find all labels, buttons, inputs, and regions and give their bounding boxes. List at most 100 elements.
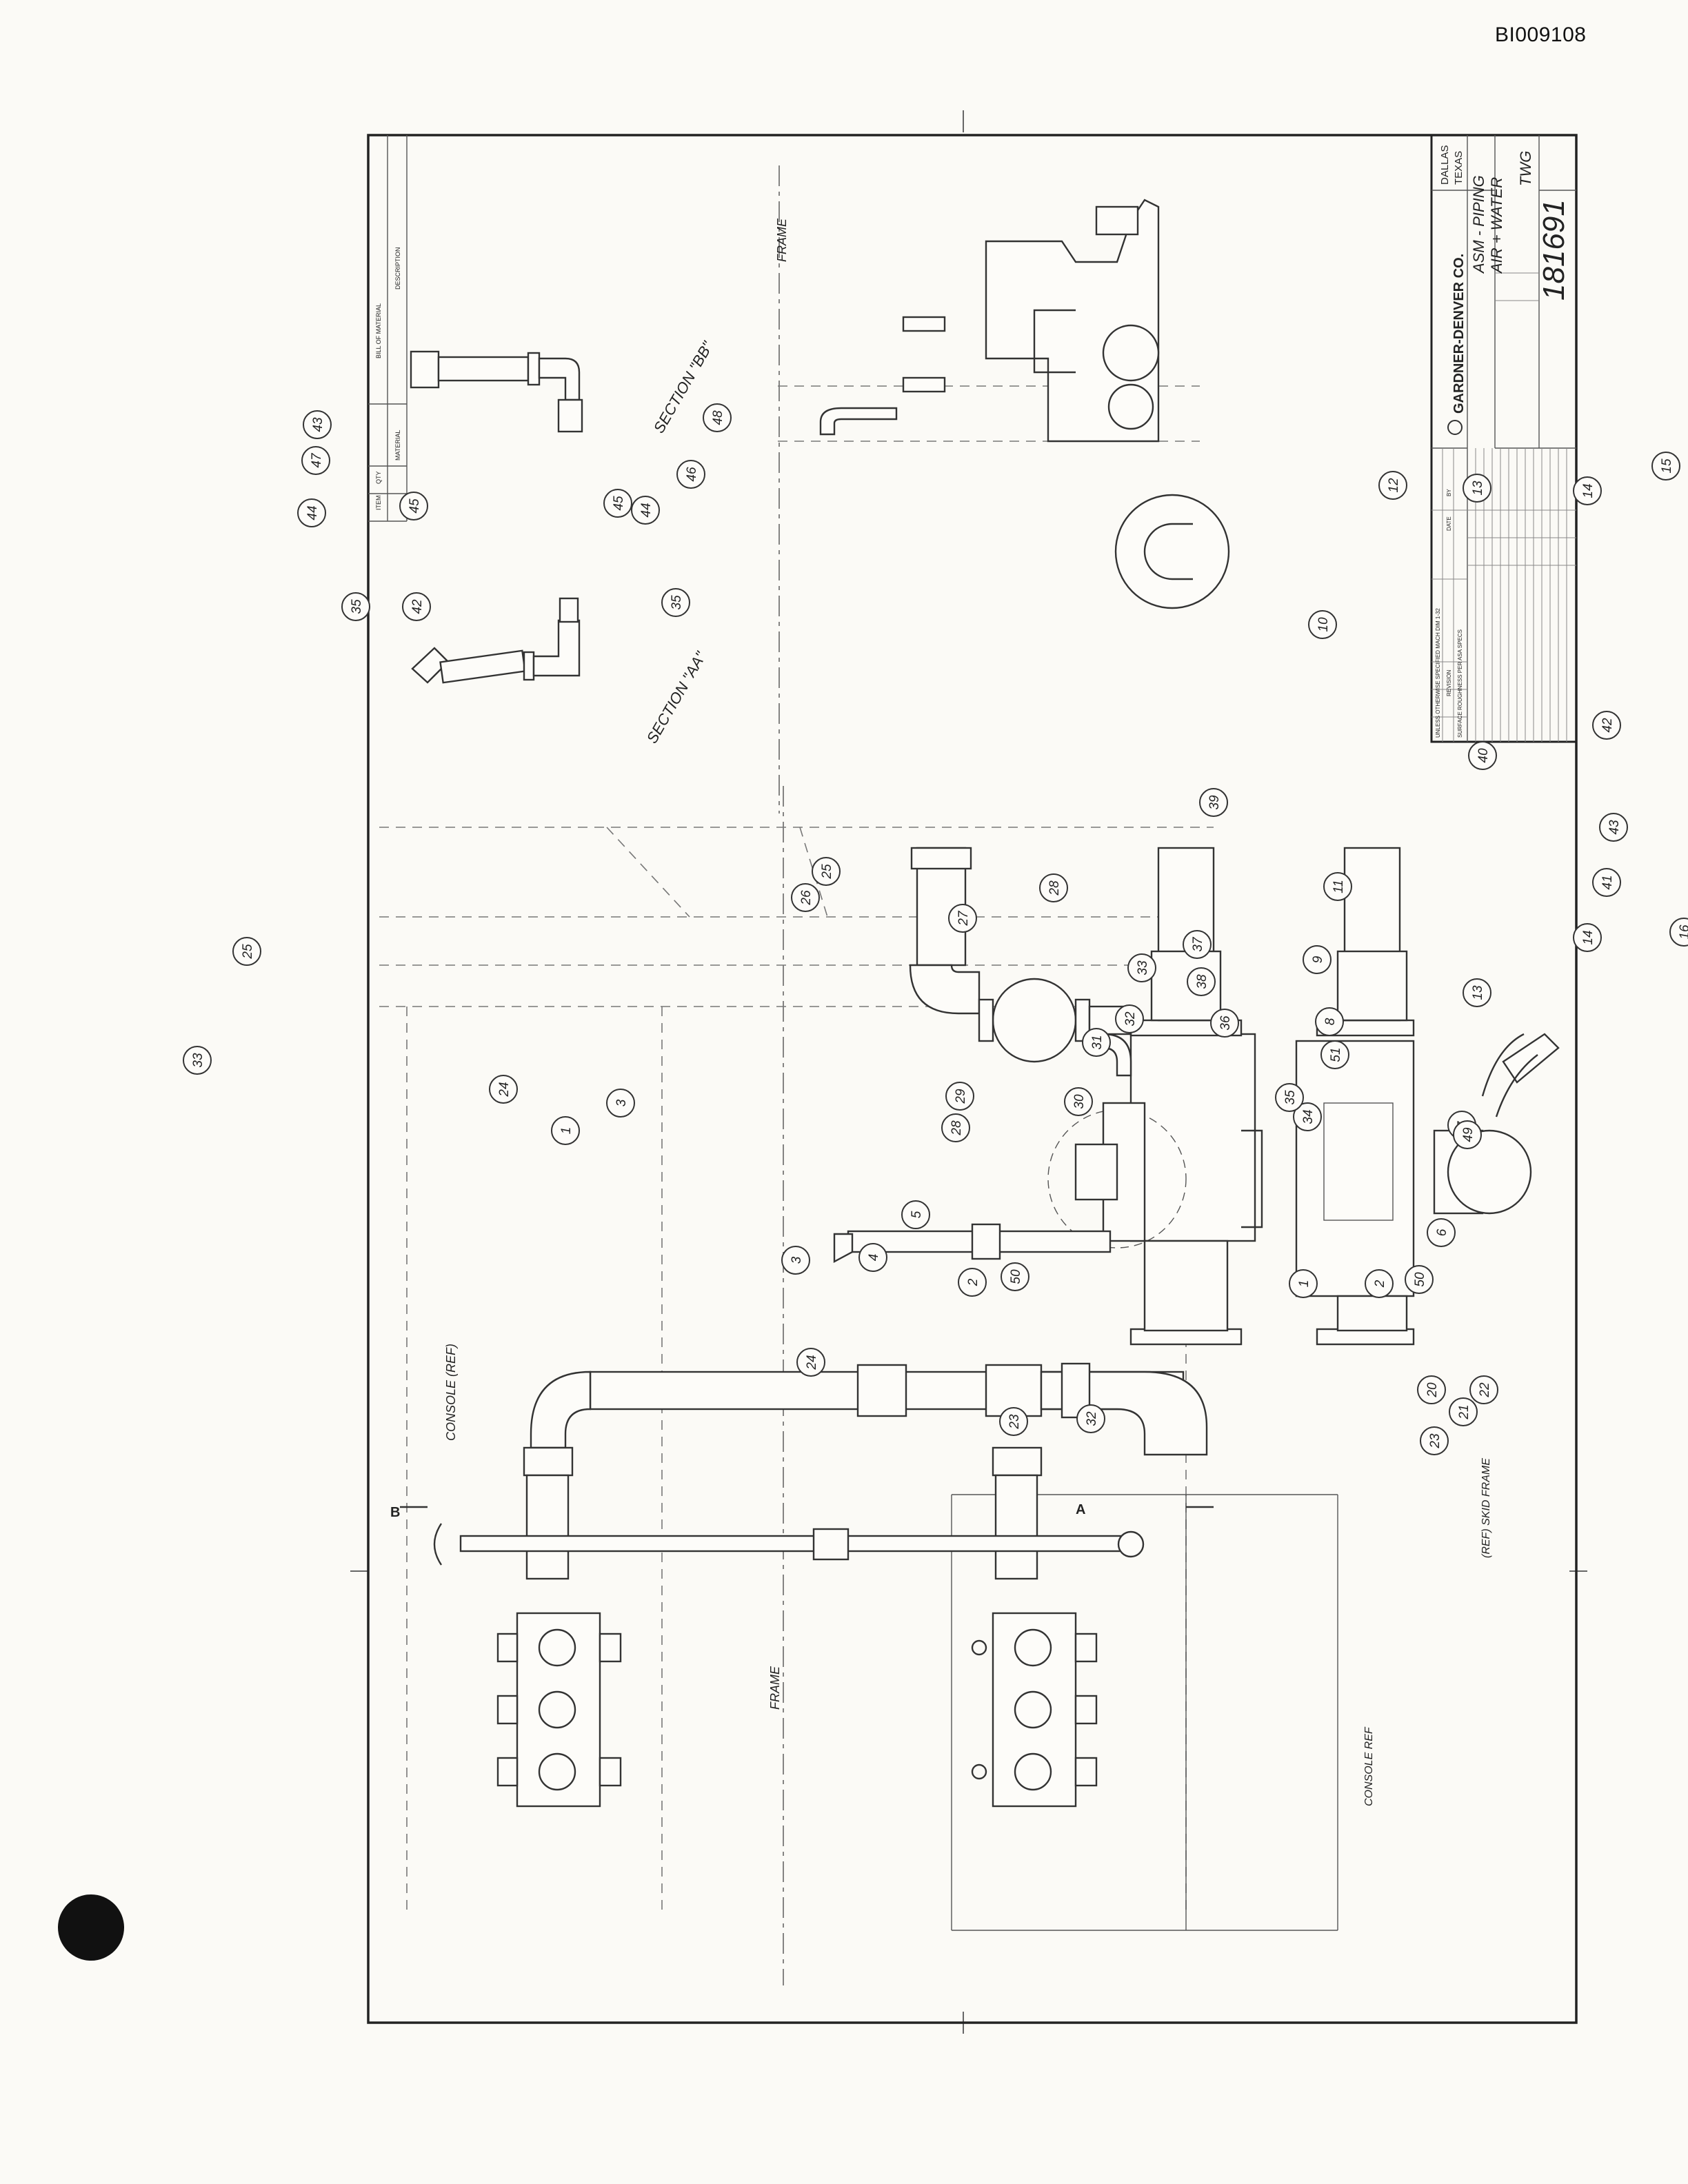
balloon-circle bbox=[858, 1243, 887, 1272]
balloon-circle bbox=[183, 1046, 212, 1075]
cut-a-label: A bbox=[1076, 1502, 1085, 1517]
balloon-number: 4 bbox=[867, 1254, 881, 1262]
balloon-circle bbox=[297, 498, 326, 527]
section-cut-markers: B A bbox=[390, 1502, 1214, 1520]
balloon-number: 2 bbox=[1373, 1280, 1387, 1288]
balloon-number: 3 bbox=[790, 1256, 804, 1264]
item-balloon-23-2: 23 bbox=[1420, 1426, 1449, 1455]
section-aa-label: SECTION "AA" bbox=[643, 648, 710, 746]
balloon-number: 34 bbox=[1301, 1109, 1316, 1124]
balloon-circle bbox=[999, 1407, 1028, 1436]
balloon-circle bbox=[676, 460, 705, 489]
item-balloon-8: 8 bbox=[1315, 1007, 1344, 1036]
balloon-number: 22 bbox=[1478, 1382, 1492, 1398]
balloon-number: 44 bbox=[639, 503, 654, 517]
punch-hole bbox=[58, 1894, 124, 1961]
bom-col-item: ITEM bbox=[375, 496, 382, 511]
balloon-number: 45 bbox=[408, 498, 422, 514]
balloon-circle bbox=[1064, 1087, 1093, 1116]
console-ref-bottom-label: CONSOLE REF bbox=[1363, 1726, 1375, 1806]
air-header bbox=[433, 1523, 1145, 1566]
balloon-circle bbox=[1469, 1375, 1498, 1404]
bill-of-material-table: ITEM QTY MATERIAL DESCRIPTION BILL OF MA… bbox=[368, 135, 408, 522]
balloon-number: 50 bbox=[1009, 1269, 1023, 1284]
item-balloon-20: 20 bbox=[1417, 1375, 1446, 1404]
center-tick-left bbox=[350, 1570, 368, 1572]
balloon-circle bbox=[1082, 1028, 1111, 1057]
drawing-title-line1: ASM - PIPING bbox=[1470, 175, 1487, 274]
balloon-circle bbox=[1293, 1102, 1322, 1131]
item-balloon-40: 40 bbox=[1468, 741, 1497, 770]
item-balloon-46: 46 bbox=[676, 460, 705, 489]
item-balloon-42-2: 42 bbox=[402, 592, 431, 621]
balloon-number: 40 bbox=[1476, 748, 1491, 763]
balloon-number: 10 bbox=[1316, 617, 1331, 632]
balloon-number: 44 bbox=[305, 505, 320, 520]
item-balloon-25: 25 bbox=[812, 857, 841, 886]
item-balloon-45: 45 bbox=[603, 489, 632, 518]
item-balloon-24-2: 24 bbox=[489, 1075, 518, 1104]
balloon-number: 14 bbox=[1581, 483, 1596, 498]
balloon-number: 35 bbox=[350, 599, 364, 614]
balloon-circle bbox=[1323, 872, 1352, 901]
item-balloon-43: 43 bbox=[1599, 813, 1628, 842]
balloon-circle bbox=[303, 410, 332, 439]
balloon-circle bbox=[781, 1246, 810, 1275]
item-balloon-30: 30 bbox=[1064, 1087, 1093, 1116]
pump-side-view bbox=[819, 199, 1230, 609]
material-note: SURFACE ROUGHNESS PER ASA SPECS bbox=[1457, 629, 1463, 738]
balloon-circle bbox=[812, 857, 841, 886]
item-balloon-28: 28 bbox=[1039, 873, 1068, 902]
balloon-number: 28 bbox=[950, 1120, 964, 1136]
balloon-circle bbox=[1453, 1120, 1482, 1149]
company-name: GARDNER-DENVER CO. bbox=[1451, 254, 1467, 414]
item-balloon-45-2: 45 bbox=[399, 492, 428, 520]
center-tick-top bbox=[963, 110, 964, 132]
item-balloons: 1122334567891011121313141415161718192021… bbox=[183, 403, 1688, 1455]
balloon-number: 15 bbox=[1660, 458, 1674, 474]
balloon-number: 42 bbox=[410, 599, 425, 614]
item-balloon-16: 16 bbox=[1669, 918, 1688, 947]
bom-col-description: DESCRIPTION bbox=[394, 247, 401, 290]
balloon-number: 35 bbox=[670, 595, 684, 610]
balloon-circle bbox=[1463, 474, 1491, 503]
item-balloon-29: 29 bbox=[945, 1082, 974, 1111]
balloon-circle bbox=[1210, 1009, 1239, 1038]
item-balloon-22: 22 bbox=[1469, 1375, 1498, 1404]
item-balloon-14-2: 14 bbox=[1573, 923, 1602, 952]
valve-manifold-15 bbox=[496, 1612, 622, 1808]
item-balloon-3-2: 3 bbox=[606, 1089, 635, 1118]
balloon-circle bbox=[1420, 1426, 1449, 1455]
item-balloon-4: 4 bbox=[858, 1243, 887, 1272]
balloon-number: 12 bbox=[1387, 478, 1401, 493]
water-line bbox=[833, 1223, 1112, 1264]
item-balloon-12: 12 bbox=[1378, 471, 1407, 500]
balloon-number: 13 bbox=[1471, 985, 1485, 1000]
item-balloon-11: 11 bbox=[1323, 872, 1352, 901]
item-balloon-26: 26 bbox=[791, 883, 820, 912]
balloon-circle bbox=[1599, 813, 1628, 842]
item-balloon-1-2: 1 bbox=[551, 1116, 580, 1145]
balloon-number: 14 bbox=[1581, 930, 1596, 944]
item-balloon-5: 5 bbox=[901, 1200, 930, 1229]
item-balloon-23: 23 bbox=[999, 1407, 1028, 1436]
balloon-circle bbox=[1275, 1083, 1304, 1112]
balloon-number: 32 bbox=[1085, 1411, 1099, 1426]
item-balloon-6: 6 bbox=[1427, 1218, 1456, 1247]
balloon-number: 27 bbox=[956, 910, 971, 927]
by-label: BY bbox=[1446, 489, 1452, 496]
balloon-circle bbox=[1115, 1004, 1144, 1033]
balloon-number: 21 bbox=[1457, 1404, 1471, 1419]
balloon-circle bbox=[1127, 953, 1156, 982]
balloon-number: 23 bbox=[1007, 1414, 1022, 1430]
bom-col-material: MATERIAL bbox=[394, 430, 401, 461]
item-balloon-27: 27 bbox=[948, 904, 977, 933]
balloon-circle bbox=[1573, 923, 1602, 952]
balloon-circle bbox=[796, 1348, 825, 1377]
balloon-circle bbox=[301, 446, 330, 475]
balloon-number: 33 bbox=[1136, 960, 1150, 975]
balloon-number: 26 bbox=[799, 890, 814, 906]
company-logo-icon bbox=[1447, 420, 1463, 435]
item-balloon-35: 35 bbox=[1275, 1083, 1304, 1112]
